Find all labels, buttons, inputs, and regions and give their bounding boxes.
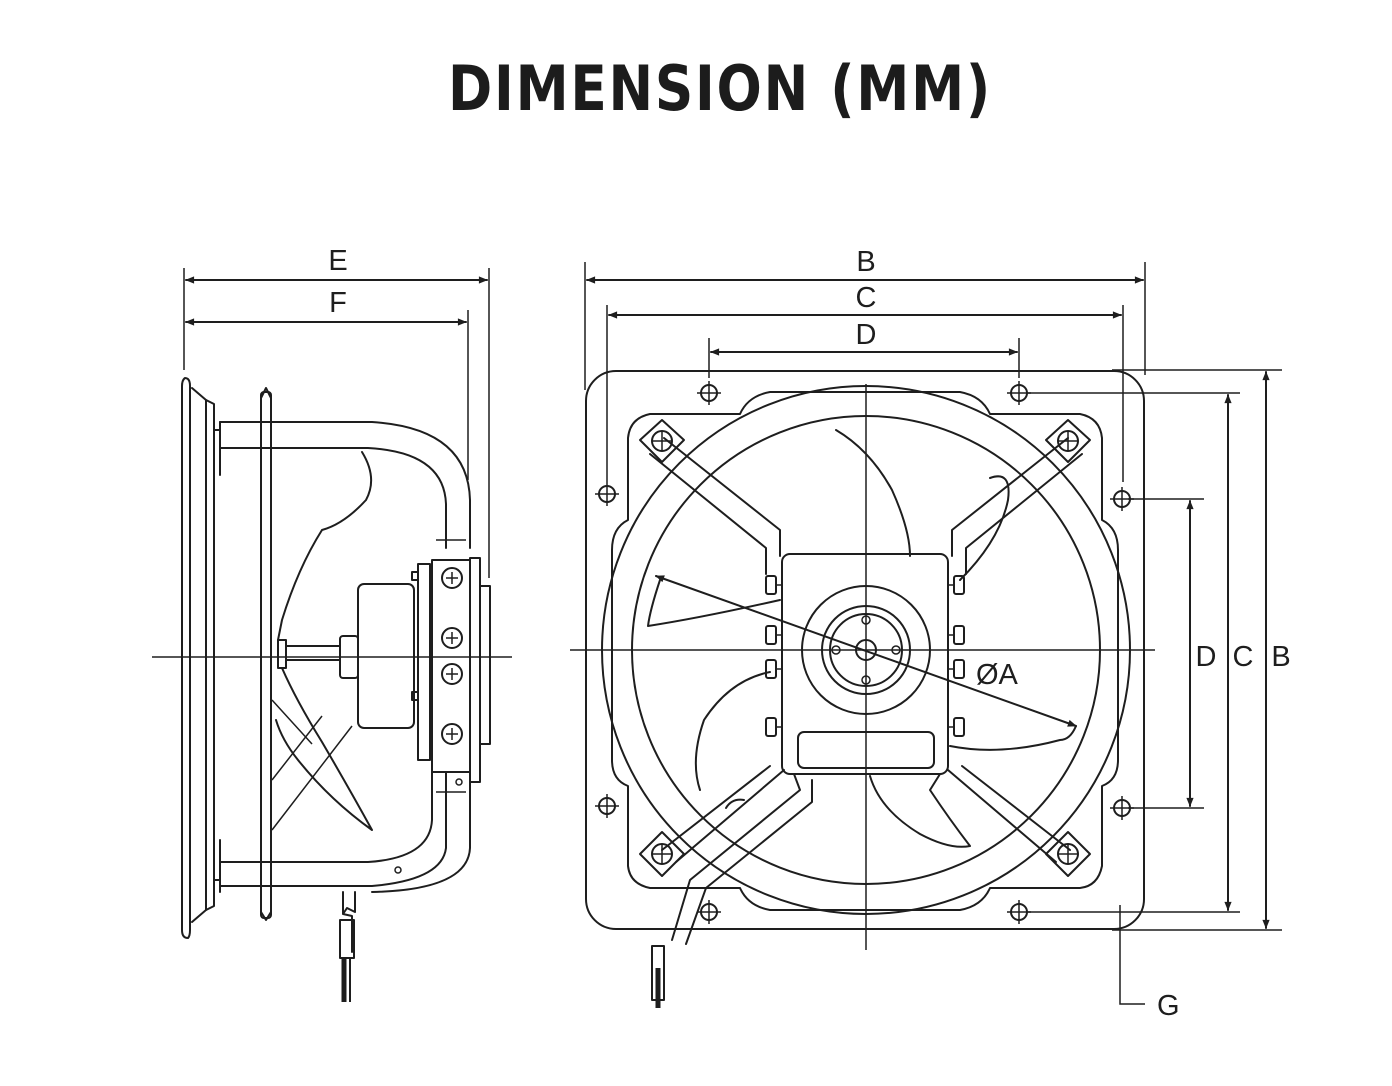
hole-icon (1110, 487, 1134, 511)
flange-lip (205, 399, 215, 911)
blade-upper (277, 451, 373, 641)
motor-plate (417, 563, 431, 761)
label-diameter: ØA (976, 659, 1019, 691)
flange-outer (181, 377, 191, 939)
bolt-icon (441, 663, 463, 685)
bolt-icon (441, 723, 463, 745)
side-view: E F (152, 245, 512, 1002)
hole-icon (595, 794, 619, 818)
blade-6 (949, 725, 1077, 751)
guard-ring (260, 391, 272, 919)
blade-5 (869, 773, 971, 848)
hole-icon (697, 381, 721, 405)
frame-inner-top (219, 447, 447, 549)
page-title: DIMENSION (MM) (448, 52, 992, 125)
flange-step (191, 387, 207, 923)
hole-icon (1007, 381, 1031, 405)
label-c-top: C (856, 282, 877, 314)
label-b-right: B (1271, 641, 1290, 673)
blade-3 (647, 579, 781, 627)
motor-body (357, 583, 415, 729)
label-c-right: C (1233, 641, 1254, 673)
front-view: B C D D C B G (570, 246, 1291, 1022)
power-cable (342, 891, 356, 953)
bolt-icon (441, 627, 463, 649)
hole-icon (1007, 900, 1031, 924)
blade-2 (959, 475, 1010, 581)
frame-inner-bottom (219, 771, 447, 887)
frame-outer-top (219, 421, 471, 549)
hole-icon (697, 900, 721, 924)
blade-1 (835, 429, 911, 557)
corner-bracket (639, 419, 685, 463)
arm-top-right (951, 437, 1083, 575)
corner-bracket (1045, 831, 1091, 877)
label-d-right: D (1196, 641, 1217, 673)
arm-top-left (649, 437, 781, 575)
label-d-top: D (856, 319, 877, 351)
motor-bracket (431, 559, 471, 773)
corner-bracket (639, 831, 685, 877)
bolt-icon (441, 567, 463, 589)
inner-frame (611, 391, 1119, 911)
label-e: E (328, 245, 347, 277)
power-cable-front (651, 945, 665, 1001)
label-f: F (329, 287, 347, 319)
arm-bottom-right (947, 765, 1071, 863)
label-g: G (1157, 990, 1180, 1022)
hole-icon (595, 482, 619, 506)
arm-bottom-left (661, 765, 785, 863)
label-b-top: B (856, 246, 875, 278)
corner-bracket (1045, 419, 1091, 463)
g-leader (1119, 905, 1145, 1005)
dim-diameter-arrow (655, 575, 1077, 727)
motor-shaft (285, 645, 341, 661)
cable-guide (671, 773, 813, 945)
mounting-holes (595, 381, 1134, 924)
blade-lower (275, 667, 373, 831)
blade-4 (694, 671, 771, 791)
hole-icon (1110, 796, 1134, 820)
